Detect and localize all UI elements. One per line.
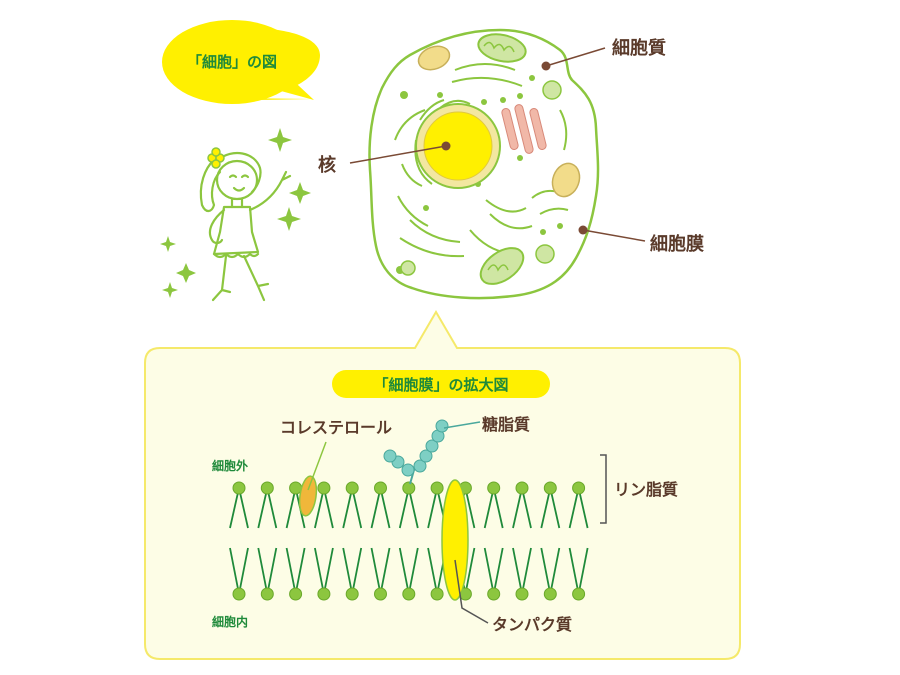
membrane-diagram-title: 「細胞膜」の拡大図: [373, 376, 508, 394]
cholesterol-leader: [307, 441, 327, 491]
cell-membrane-label: 細胞膜: [650, 233, 704, 255]
protein-leader: [454, 559, 489, 624]
mitochondria: [477, 33, 527, 285]
lipid-head-inner: [289, 587, 303, 601]
glycolipid-label: 糖脂質: [482, 415, 530, 434]
glycolipid-chain: [383, 419, 449, 485]
girl-figure: [199, 147, 292, 302]
glycolipid-leader: [443, 421, 481, 429]
cell-label-leaders: [349, 47, 646, 242]
membrane-protein: [441, 479, 469, 601]
lipid-head-inner: [374, 587, 387, 601]
lipid-head-outer: [260, 481, 274, 495]
membrane-title-pill: [332, 370, 550, 398]
lipid-head-inner: [430, 587, 444, 601]
lipid-head-outer: [572, 481, 586, 495]
lipid-head-inner: [543, 587, 557, 601]
lipid-head-inner: [260, 587, 274, 601]
lipid-head-inner: [487, 587, 501, 601]
nucleus-label: 核: [318, 154, 336, 176]
nucleus-marker-dot: [441, 141, 451, 151]
lipid-head-inner: [232, 587, 246, 601]
lipid-head-outer: [317, 481, 331, 495]
lipid-head-inner: [402, 587, 416, 601]
outside-cell-label: 細胞外: [212, 458, 248, 473]
cell-title-bubble: [162, 20, 320, 104]
sparkle-icons: [160, 128, 311, 298]
cytoplasm-label: 細胞質: [612, 37, 666, 59]
lipid-head-inner: [572, 587, 586, 601]
lipid-head-inner: [345, 587, 359, 601]
phospholipid-bracket: [600, 454, 607, 524]
lipid-head-outer: [232, 481, 246, 495]
lipid-head-outer: [487, 481, 501, 495]
cholesterol-molecule: [298, 475, 318, 517]
lipid-head-outer: [430, 481, 444, 495]
protein-label: タンパク質: [492, 615, 572, 634]
cell: [368, 28, 600, 300]
nucleus: [414, 99, 501, 189]
lipid-head-outer: [374, 481, 387, 495]
membrane-marker-dot: [578, 225, 588, 235]
lipid-head-inner: [515, 587, 529, 601]
lipid-head-outer: [543, 481, 557, 495]
lipid-head-outer: [515, 481, 529, 495]
inside-cell-label: 細胞内: [212, 614, 248, 629]
cytoplasm-marker-dot: [541, 61, 551, 71]
phospholipid-bilayer: [229, 481, 589, 601]
phospholipid-label: リン脂質: [614, 480, 678, 499]
lipid-head-outer: [402, 481, 416, 495]
lipid-head-outer: [345, 481, 359, 495]
cell-diagram-title: 「細胞」の図: [187, 53, 277, 71]
lipid-head-inner: [317, 587, 331, 601]
cholesterol-label: コレステロール: [280, 418, 392, 437]
